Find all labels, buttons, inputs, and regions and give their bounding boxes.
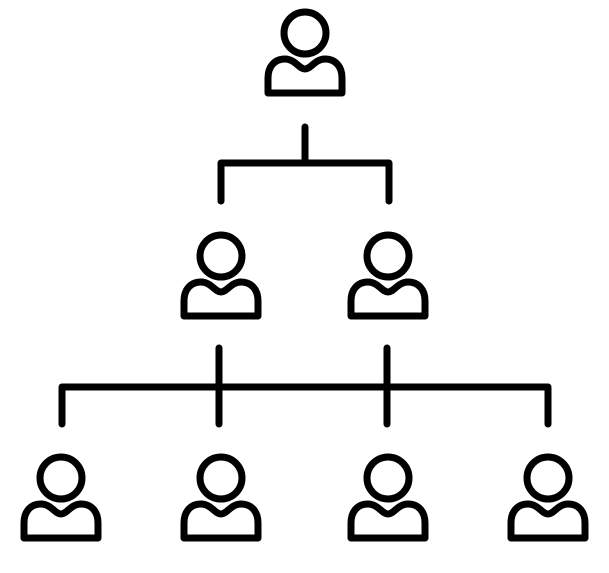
person-icon-leaf-3	[351, 457, 425, 538]
person-icon-mid-left	[184, 235, 258, 316]
person-icon-leaf-2	[184, 457, 258, 538]
person-icon-mid-right	[351, 235, 425, 316]
connector-root	[217, 123, 393, 205]
person-icon-leaf-4	[511, 457, 585, 538]
person-icon-leaf-1	[24, 457, 98, 538]
person-icon-root	[268, 12, 342, 93]
connector-level-2	[58, 344, 552, 428]
